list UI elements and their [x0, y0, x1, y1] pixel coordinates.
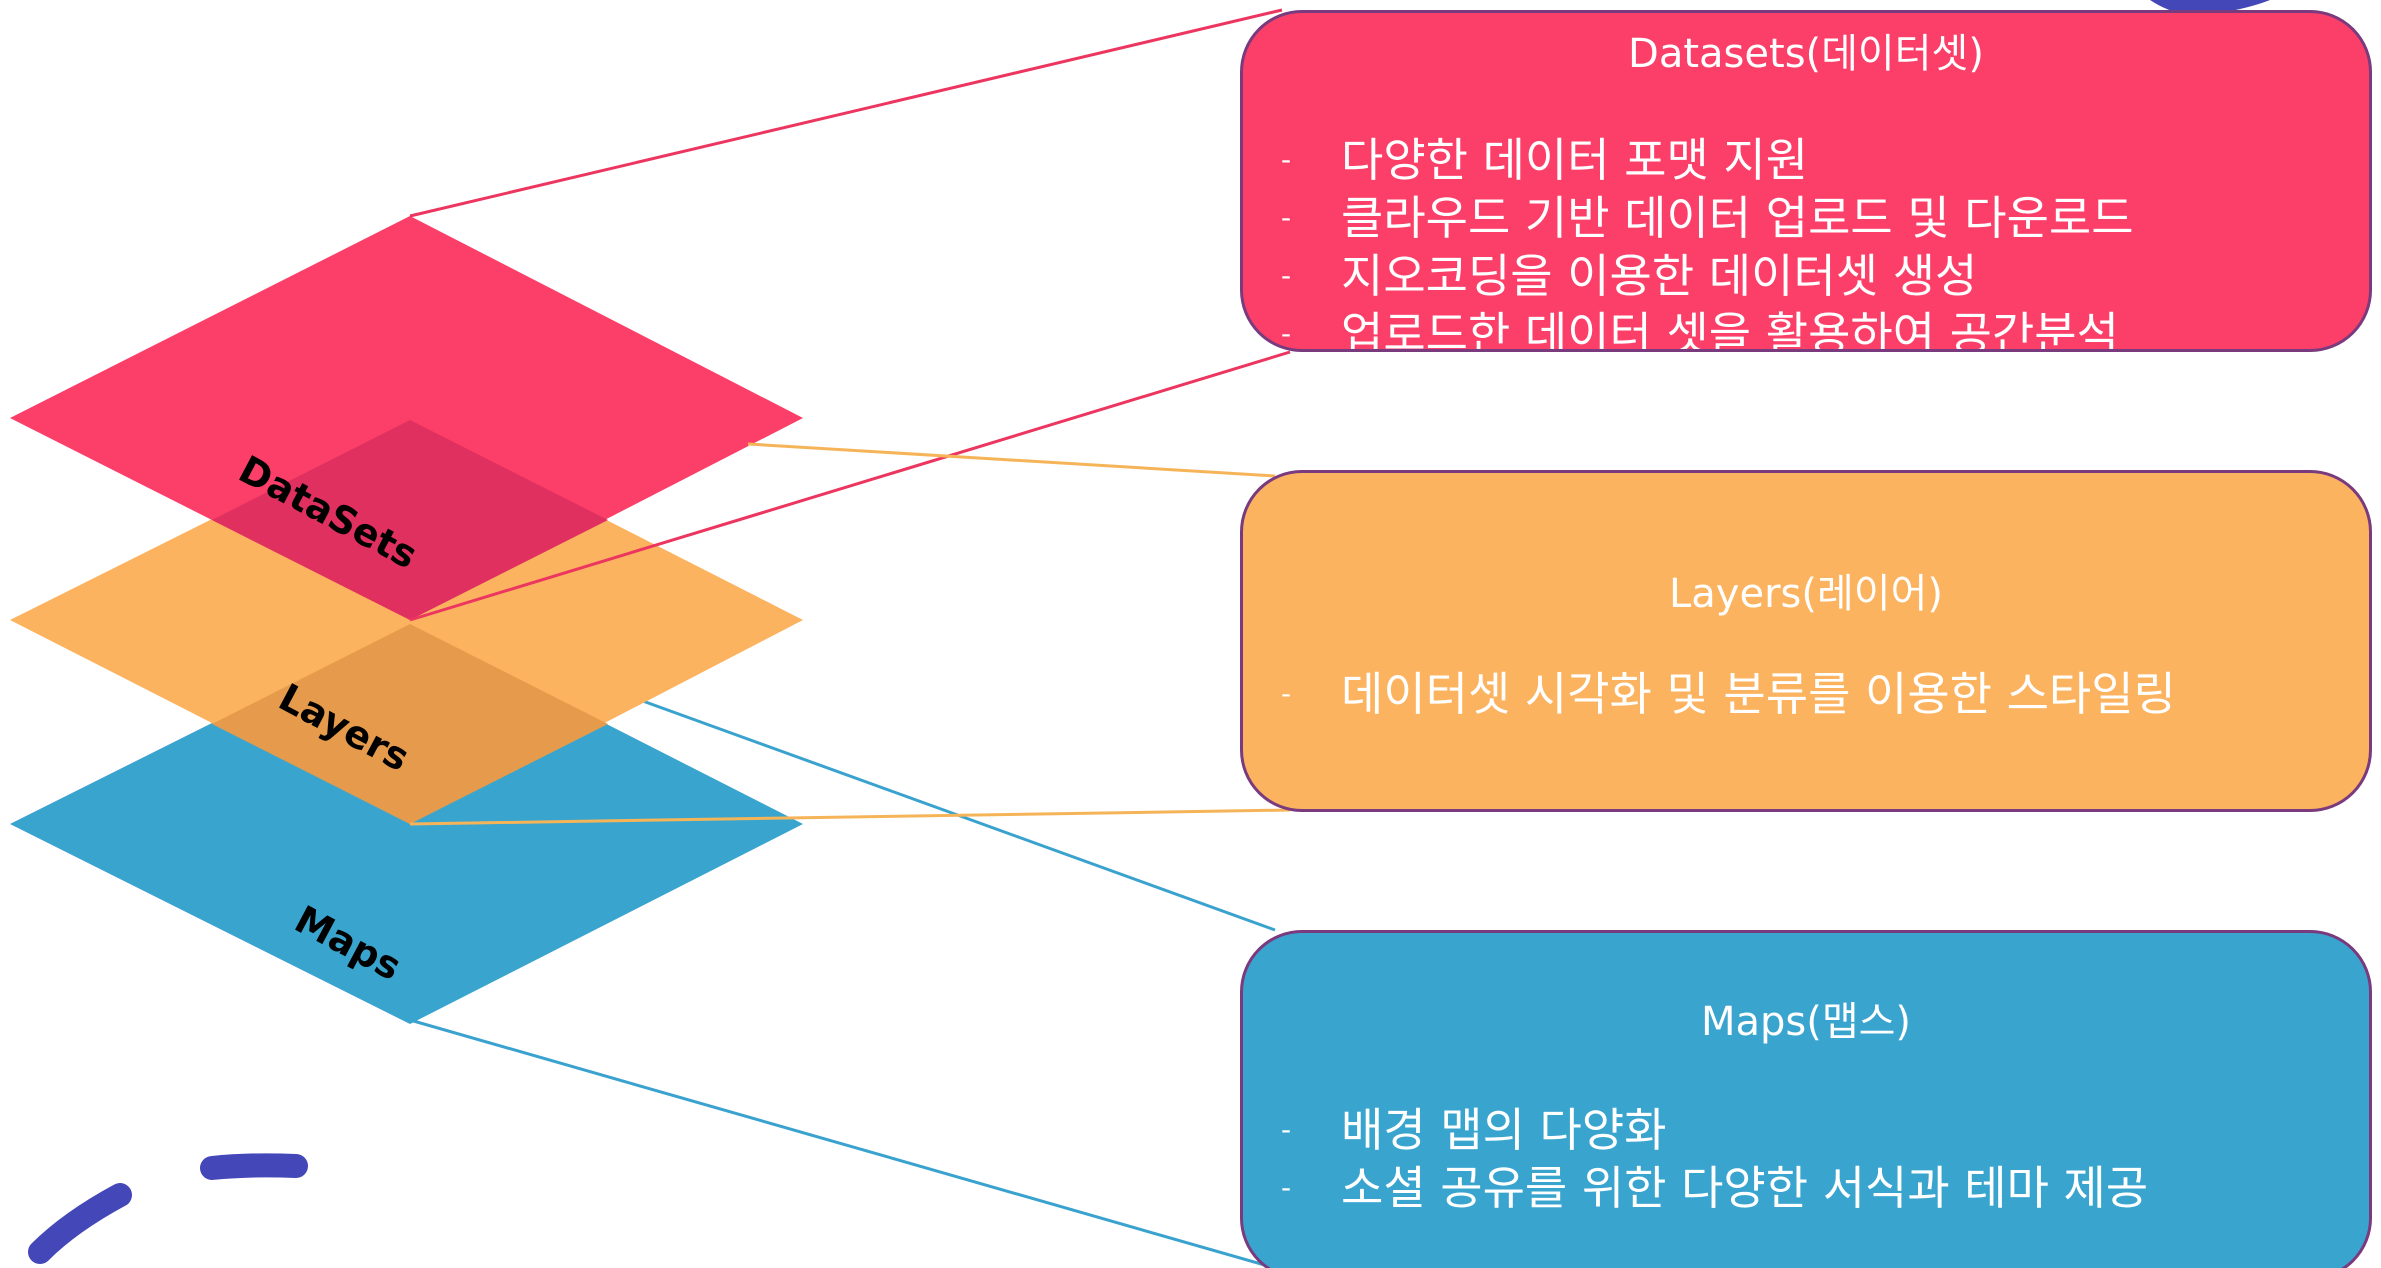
maps-connector-lower	[409, 1018, 1276, 1268]
datasets-layers-overlap	[212, 420, 608, 620]
bullet-marker: -	[1281, 677, 1292, 710]
list-item: - 다양한 데이터 포맷 지원	[1281, 131, 2359, 189]
brush-stroke-dash	[200, 1153, 308, 1180]
bullet-marker: -	[1281, 1171, 1292, 1204]
datasets-bullet-list: - 다양한 데이터 포맷 지원 - 클라우드 기반 데이터 업로드 및 다운로드 -…	[1281, 131, 2359, 352]
list-item: - 업로드한 데이터 셋을 활용하여 공간분석	[1281, 305, 2359, 352]
list-item: - 소셜 공유를 위한 다양한 서식과 테마 제공	[1281, 1159, 2359, 1217]
layers-box-title: Layers(레이어)	[1669, 571, 1943, 617]
bullet-text: 소셜 공유를 위한 다양한 서식과 테마 제공	[1341, 1161, 2149, 1215]
bullet-text: 배경 맵의 다양화	[1341, 1103, 1667, 1157]
maps-box: Maps(맵스) - 배경 맵의 다양화 - 소셜 공유를 위한 다양한 서식과 테…	[1240, 930, 2372, 1268]
bullet-text: 지오코딩을 이용한 데이터셋 생성	[1341, 249, 1978, 303]
list-item: - 지오코딩을 이용한 데이터셋 생성	[1281, 247, 2359, 305]
layers-box: Layers(레이어) - 데이터셋 시각화 및 분류를 이용한 스타일링	[1240, 470, 2372, 812]
layers-connector-lower	[409, 808, 1291, 826]
bullet-marker: -	[1281, 201, 1292, 234]
bullet-text: 데이터셋 시각화 및 분류를 이용한 스타일링	[1341, 667, 2176, 721]
bullet-text: 클라우드 기반 데이터 업로드 및 다운로드	[1341, 191, 2134, 245]
bullet-marker: -	[1281, 143, 1292, 176]
bullet-marker: -	[1281, 1113, 1292, 1146]
layers-maps-overlap	[212, 624, 608, 824]
datasets-connector-lower	[409, 350, 1291, 622]
layers-bullet-list: - 데이터셋 시각화 및 분류를 이용한 스타일링	[1281, 665, 2359, 723]
layers-connector-upper	[747, 442, 1276, 478]
maps-box-title: Maps(맵스)	[1700, 999, 1912, 1045]
bullet-marker: -	[1281, 259, 1292, 292]
list-item: - 배경 맵의 다양화	[1281, 1101, 2359, 1159]
list-item: - 데이터셋 시각화 및 분류를 이용한 스타일링	[1281, 665, 2359, 723]
datasets-connector-upper	[409, 8, 1283, 218]
datasets-box: Datasets(데이터셋) - 다양한 데이터 포맷 지원 - 클라우드 기반 데…	[1240, 10, 2372, 352]
bullet-text: 업로드한 데이터 셋을 활용하여 공간분석	[1341, 307, 2119, 352]
maps-bullet-list: - 배경 맵의 다양화 - 소셜 공유를 위한 다양한 서식과 테마 제공	[1281, 1101, 2359, 1217]
bullet-text: 다양한 데이터 포맷 지원	[1341, 133, 1809, 187]
datasets-box-title: Datasets(데이터셋)	[1628, 31, 1984, 77]
brush-stroke-left	[28, 1183, 132, 1264]
list-item: - 클라우드 기반 데이터 업로드 및 다운로드	[1281, 189, 2359, 247]
bullet-marker: -	[1281, 317, 1292, 350]
